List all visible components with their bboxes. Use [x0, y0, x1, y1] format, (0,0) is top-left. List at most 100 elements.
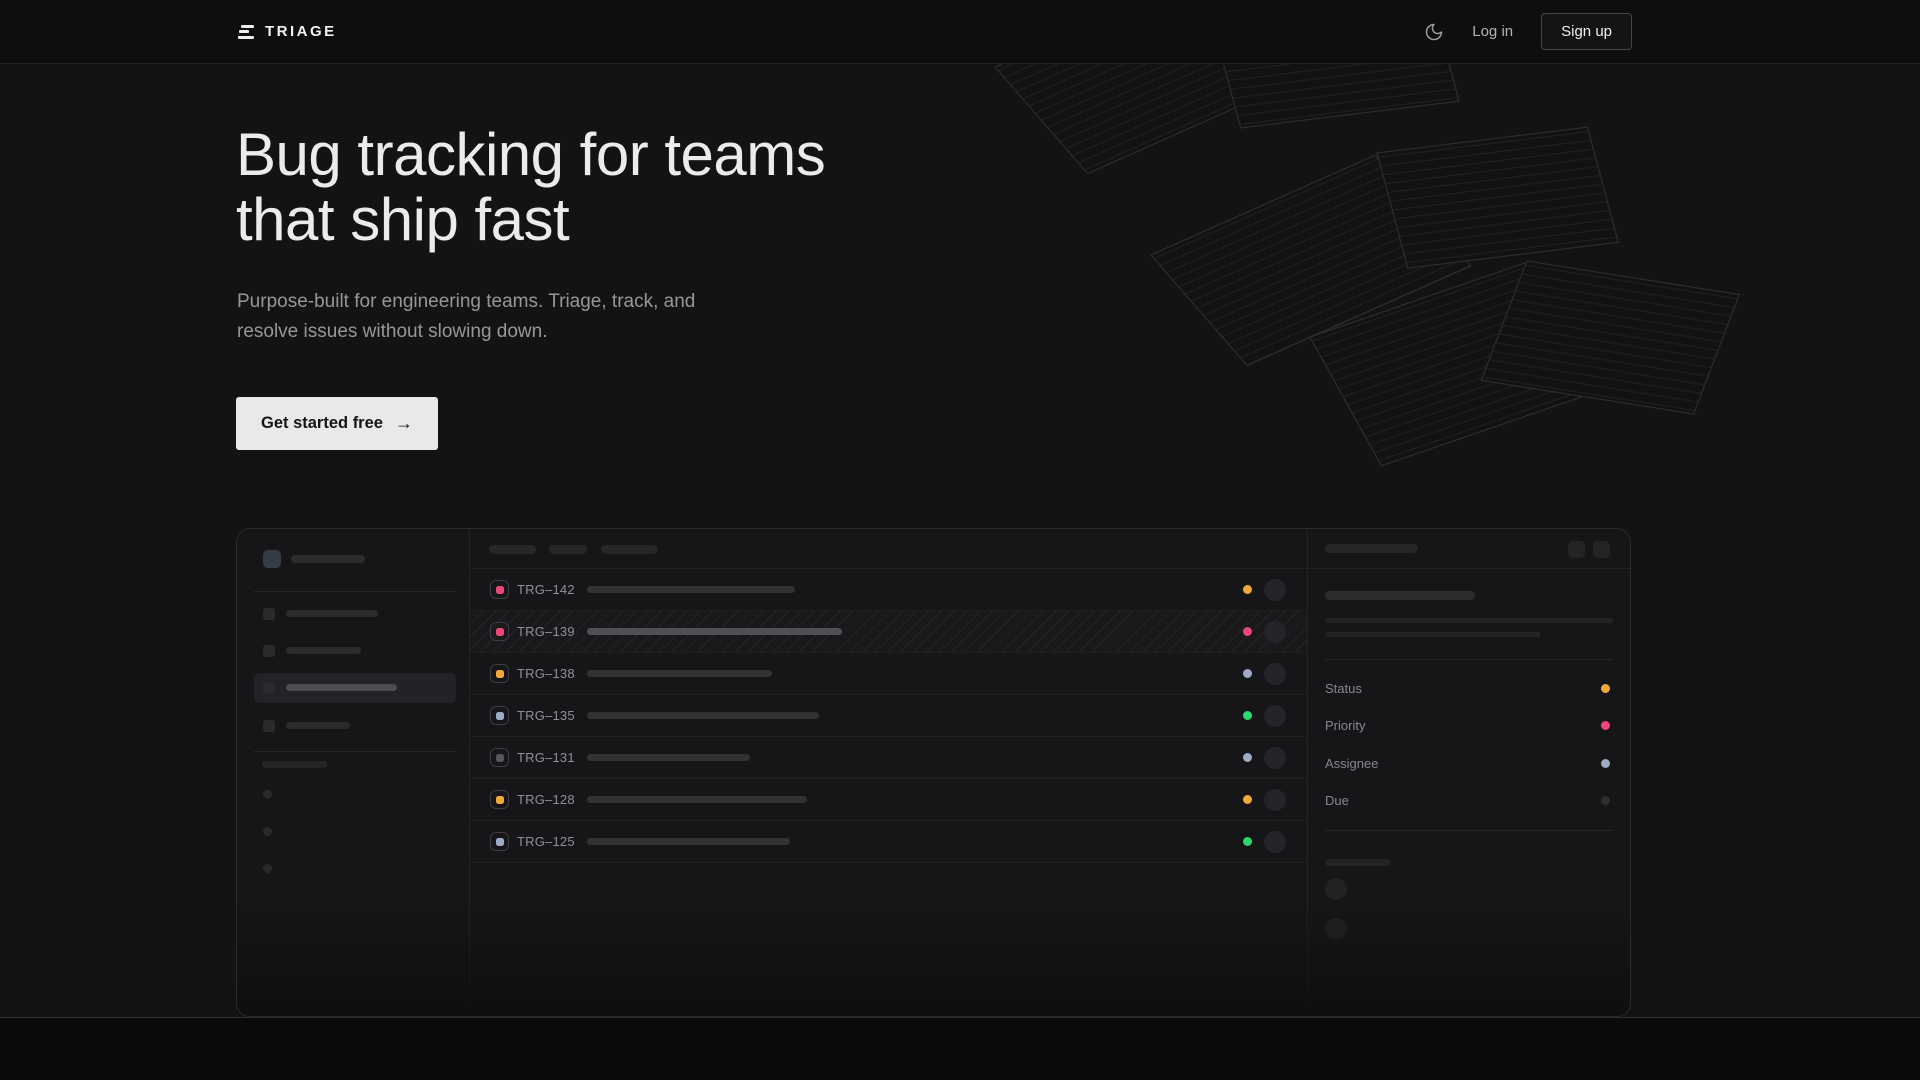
- get-started-button[interactable]: Get started free →: [236, 397, 438, 450]
- issue-status-dot: [1243, 669, 1252, 678]
- mockup-sidebar: [237, 529, 470, 1016]
- issue-status-dot: [1243, 837, 1252, 846]
- issue-id: TRG–128: [517, 792, 575, 807]
- issue-title-placeholder: [587, 796, 807, 803]
- issue-title-placeholder: [587, 670, 772, 677]
- get-started-label: Get started free: [261, 414, 383, 432]
- issue-title-placeholder: [587, 838, 790, 845]
- mockup-comment-avatar: [1325, 918, 1347, 940]
- issue-row: TRG–138: [470, 653, 1307, 695]
- field-label: Priority: [1325, 717, 1366, 733]
- field-label: Assignee: [1325, 755, 1379, 771]
- mockup-issue-title-placeholder: [1325, 591, 1475, 600]
- triage-logo-icon: [238, 24, 255, 39]
- issue-row: TRG–128: [470, 779, 1307, 821]
- issue-type-icon: [490, 664, 509, 683]
- issue-assignee-avatar: [1264, 578, 1286, 601]
- mockup-description-line: [1325, 632, 1540, 637]
- brand-name: TRIAGE: [265, 23, 337, 40]
- mockup-detail-title-placeholder: [1325, 544, 1418, 553]
- issue-id: TRG–138: [517, 666, 575, 681]
- field-value-dot: [1601, 758, 1610, 768]
- arrow-right-icon: →: [394, 413, 413, 433]
- mockup-list-dot: [263, 864, 272, 873]
- detail-field-assignee: Assignee: [1325, 753, 1610, 773]
- issue-assignee-avatar: [1264, 788, 1286, 811]
- field-label: Status: [1325, 680, 1362, 696]
- mockup-nav-label-placeholder: [286, 722, 350, 729]
- field-value-dot: [1601, 720, 1610, 730]
- mockup-workspace-avatar: [263, 550, 281, 568]
- mockup-filter-placeholder: [601, 545, 658, 554]
- mockup-nav-label-placeholder: [286, 610, 378, 617]
- wireframe-slabs-decoration: [994, 64, 1741, 467]
- hero-subtitle-line2: resolve issues without slowing down.: [237, 321, 548, 342]
- hero-subtitle-line1: Purpose-built for engineering teams. Tri…: [237, 291, 696, 312]
- issue-title-placeholder: [587, 712, 819, 719]
- divider: [1325, 659, 1613, 660]
- issue-id: TRG–139: [517, 624, 575, 639]
- mockup-nav-icon-placeholder: [263, 608, 275, 620]
- mockup-detail-button: [1593, 541, 1610, 558]
- mockup-detail-panel: Status Priority Assignee Due: [1308, 529, 1630, 1016]
- issue-id: TRG–135: [517, 708, 575, 723]
- issue-title-placeholder: [587, 754, 750, 761]
- mockup-description-line: [1325, 618, 1613, 623]
- issue-id: TRG–142: [517, 582, 575, 597]
- mockup-workspace-name-placeholder: [291, 555, 365, 563]
- issue-assignee-avatar: [1264, 620, 1286, 643]
- mockup-comments-header-placeholder: [1325, 859, 1391, 866]
- detail-field-priority: Priority: [1325, 715, 1610, 735]
- issue-type-icon: [490, 706, 509, 725]
- issue-type-icon: [490, 580, 509, 599]
- mockup-comment-avatar: [1325, 878, 1347, 900]
- mockup-nav-icon-placeholder: [263, 682, 275, 694]
- mockup-filter-placeholder: [489, 545, 536, 554]
- issue-status-dot: [1243, 753, 1252, 762]
- footer: [0, 1017, 1920, 1080]
- moon-icon[interactable]: [1424, 22, 1444, 42]
- mockup-nav-label-placeholder: [286, 647, 361, 654]
- field-value-dot: [1601, 795, 1610, 805]
- mockup-detail-button: [1568, 541, 1585, 558]
- issue-row: TRG–131: [470, 737, 1307, 779]
- divider: [254, 751, 456, 752]
- top-nav: TRIAGE Log in Sign up: [0, 0, 1920, 64]
- mockup-nav-icon-placeholder: [263, 645, 275, 657]
- detail-field-status: Status: [1325, 678, 1610, 698]
- issue-row: TRG–135: [470, 695, 1307, 737]
- signup-button[interactable]: Sign up: [1541, 13, 1632, 50]
- issue-status-dot: [1243, 711, 1252, 720]
- mockup-nav-icon-placeholder: [263, 720, 275, 732]
- issue-id: TRG–131: [517, 750, 575, 765]
- mockup-list-header: [470, 529, 1307, 569]
- issue-assignee-avatar: [1264, 746, 1286, 769]
- issue-type-icon: [490, 748, 509, 767]
- detail-field-due: Due: [1325, 790, 1610, 810]
- issue-row-selected: TRG–139: [470, 611, 1307, 653]
- issue-assignee-avatar: [1264, 704, 1286, 727]
- issue-assignee-avatar: [1264, 830, 1286, 853]
- hero-subtitle: Purpose-built for engineering teams. Tri…: [237, 287, 695, 347]
- issue-row: TRG–125: [470, 821, 1307, 863]
- mockup-list-dot: [263, 827, 272, 836]
- mockup-nav-label-placeholder: [286, 684, 397, 691]
- issue-type-icon: [490, 790, 509, 809]
- issue-title-placeholder: [587, 586, 795, 593]
- field-value-dot: [1601, 683, 1610, 693]
- brand[interactable]: TRIAGE: [238, 23, 337, 40]
- issue-status-dot: [1243, 795, 1252, 804]
- mockup-detail-header: [1308, 529, 1630, 569]
- issue-status-dot: [1243, 585, 1252, 594]
- mockup-issue-list: TRG–142 TRG–139 TRG–138 TRG–135: [470, 529, 1308, 1016]
- field-label: Due: [1325, 792, 1349, 808]
- mockup-filter-placeholder: [549, 545, 587, 554]
- divider: [254, 591, 456, 592]
- login-link[interactable]: Log in: [1472, 23, 1514, 40]
- hero-title-line1: Bug tracking for teams: [236, 121, 826, 188]
- nav-right: Log in Sign up: [1424, 13, 1632, 50]
- issue-id: TRG–125: [517, 834, 575, 849]
- issue-type-icon: [490, 832, 509, 851]
- divider: [1325, 830, 1613, 831]
